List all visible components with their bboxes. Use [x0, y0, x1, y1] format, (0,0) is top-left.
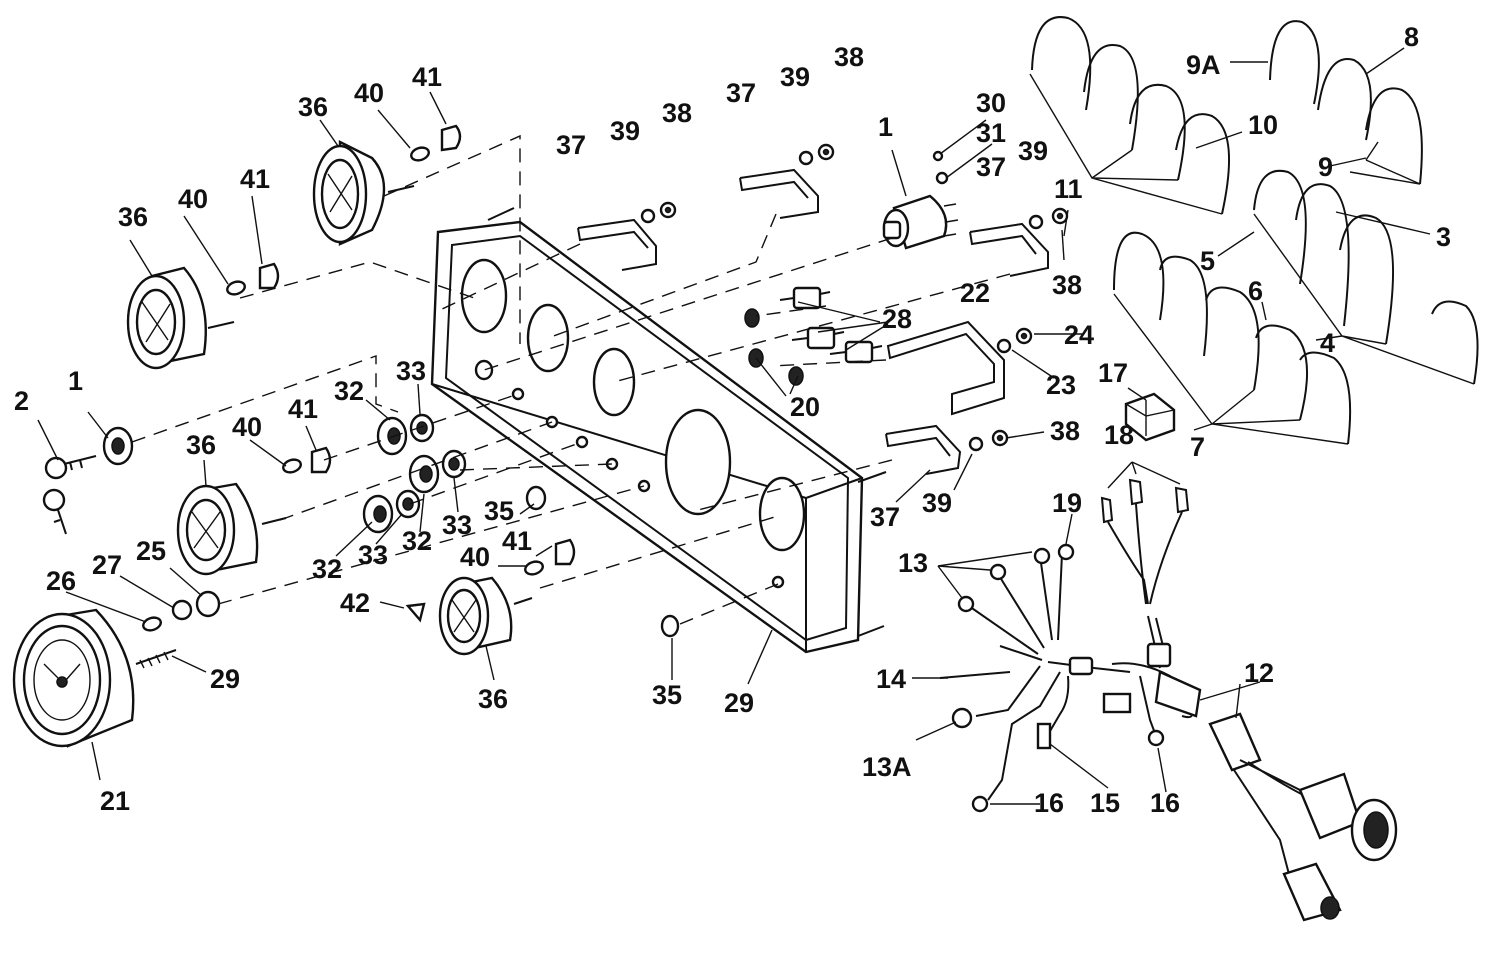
label-10: 10: [1248, 110, 1278, 140]
label-36-b: 36: [118, 202, 148, 232]
plugs-35-42: [405, 485, 680, 638]
label-1-ignition: 1: [878, 112, 893, 142]
label-41-c: 41: [288, 394, 318, 424]
label-40-a: 40: [354, 78, 384, 108]
label-7: 7: [1190, 432, 1205, 462]
label-37-b: 37: [726, 78, 756, 108]
label-30: 30: [976, 88, 1006, 118]
connector-17: [1124, 392, 1176, 442]
label-11: 11: [1054, 174, 1083, 204]
label-38-c: 38: [1052, 270, 1082, 300]
label-16-left: 16: [1034, 788, 1064, 818]
label-28: 28: [882, 304, 912, 334]
gauge-36-lower-left: [176, 482, 287, 576]
label-41-b: 41: [240, 164, 270, 194]
label-37-a: 37: [556, 130, 586, 160]
label-5: 5: [1200, 246, 1215, 276]
label-33-a: 33: [396, 356, 426, 386]
label-37-d: 37: [870, 502, 900, 532]
label-38-a: 38: [662, 98, 692, 128]
label-31: 31: [976, 118, 1006, 148]
label-35-b: 35: [652, 680, 682, 710]
ignition-switch-1: [882, 194, 959, 250]
label-4: 4: [1320, 328, 1335, 358]
assembly-lines: [131, 134, 1011, 625]
brackets-37: [577, 168, 1049, 475]
label-36-c: 36: [186, 430, 216, 460]
label-8: 8: [1404, 22, 1419, 52]
label-32-a: 32: [334, 376, 364, 406]
label-29-panel: 29: [724, 688, 754, 718]
label-38-b: 38: [834, 42, 864, 72]
label-26: 26: [46, 566, 76, 596]
label-33-b: 33: [442, 510, 472, 540]
label-13A: 13A: [862, 752, 912, 782]
label-40-b: 40: [178, 184, 208, 214]
label-40-d: 40: [460, 542, 490, 572]
label-16-right: 16: [1150, 788, 1180, 818]
callout-labels: 1 1 2 3 4 5 6 7 8 9 9A 10 11 12 13 13A 1…: [14, 22, 1451, 818]
label-38-d: 38: [1050, 416, 1080, 446]
label-41-a: 41: [412, 62, 442, 92]
wire-loops-3-10: [1029, 16, 1479, 445]
keys-2: [42, 455, 97, 535]
label-2: 2: [14, 386, 29, 416]
label-40-c: 40: [232, 412, 262, 442]
bracket-22: [886, 320, 1005, 416]
label-39-a: 39: [610, 116, 640, 146]
label-39-b: 39: [780, 62, 810, 92]
label-21: 21: [100, 786, 130, 816]
label-13: 13: [898, 548, 928, 578]
label-23: 23: [1046, 370, 1076, 400]
label-41-d: 41: [502, 526, 532, 556]
label-39-d: 39: [922, 488, 952, 518]
label-17: 17: [1098, 358, 1128, 388]
label-35-a: 35: [484, 496, 514, 526]
label-42: 42: [340, 588, 370, 618]
label-3: 3: [1436, 222, 1451, 252]
label-37-c: 37: [976, 152, 1006, 182]
label-15: 15: [1090, 788, 1120, 818]
instrument-panel: [430, 207, 887, 654]
label-32-c: 32: [312, 554, 342, 584]
label-29-stud: 29: [210, 664, 240, 694]
gauge-36-bottom-center: [438, 576, 533, 656]
lock-nut-1: [102, 426, 134, 466]
label-9A: 9A: [1186, 50, 1221, 80]
label-25: 25: [136, 536, 166, 566]
leader-lines: [37, 47, 1431, 805]
label-18: 18: [1104, 420, 1134, 450]
label-12: 12: [1244, 658, 1274, 688]
label-32-b: 32: [402, 526, 432, 556]
label-1-nut: 1: [68, 366, 83, 396]
label-19: 19: [1052, 488, 1082, 518]
wiring-harness: [939, 478, 1398, 922]
label-33-c: 33: [358, 540, 388, 570]
indicator-lights-20: [744, 308, 804, 386]
label-9: 9: [1318, 152, 1333, 182]
gauge-36-upper-left: [126, 266, 235, 370]
label-39-c: 39: [1018, 136, 1048, 166]
label-24: 24: [1064, 320, 1094, 350]
label-14: 14: [876, 664, 906, 694]
label-36-d: 36: [478, 684, 508, 714]
label-20: 20: [790, 392, 820, 422]
label-27: 27: [92, 550, 122, 580]
label-36-a: 36: [298, 92, 328, 122]
bulbs-and-sockets: [142, 124, 576, 632]
washers-and-nuts: [640, 143, 1069, 452]
label-22: 22: [960, 278, 990, 308]
gauge-36-top: [312, 140, 415, 246]
switch-knobs-32-33: [362, 413, 467, 534]
tachometer-21: [12, 608, 177, 748]
label-6: 6: [1248, 276, 1263, 306]
